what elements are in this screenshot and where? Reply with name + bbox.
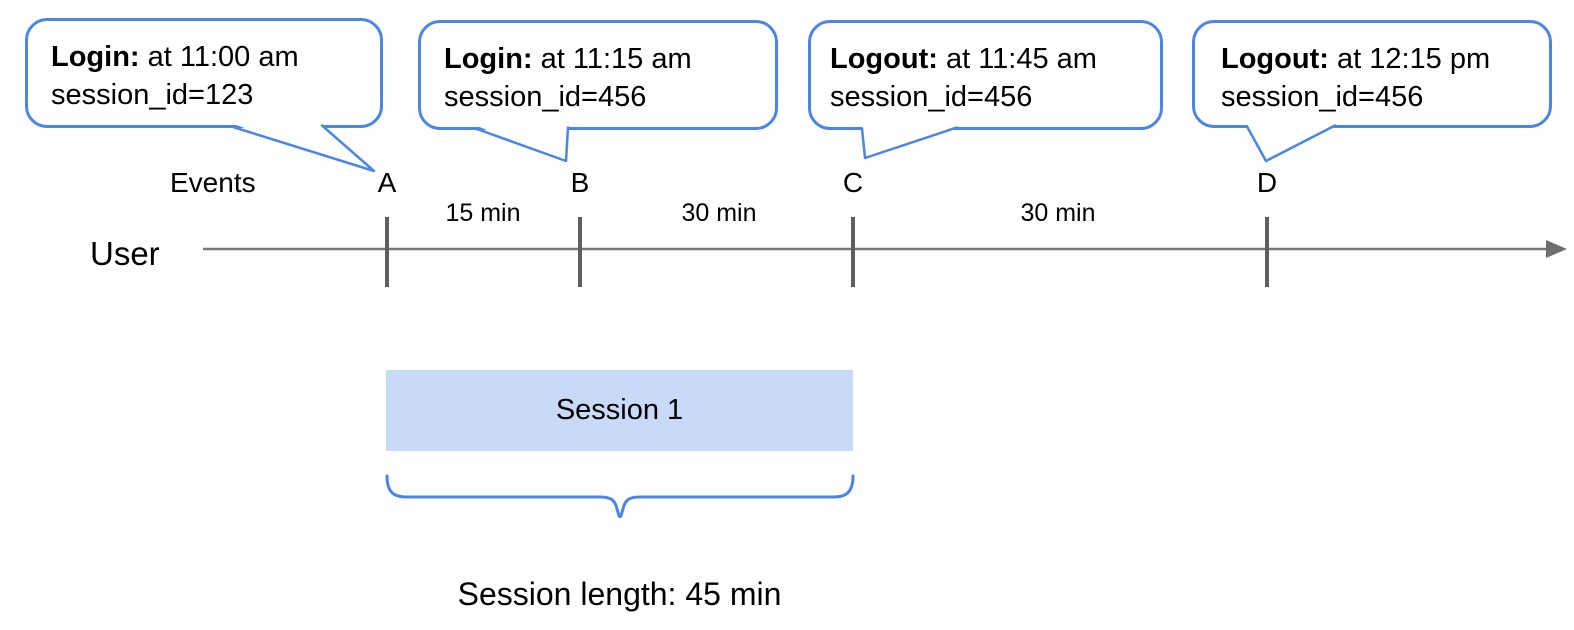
bubble-c-line1: Logout: at 11:45 am xyxy=(830,43,1097,75)
bubble-a-event-type: Login: xyxy=(51,41,140,73)
event-letter-a: A xyxy=(377,167,397,198)
bubble-d-line1: Logout: at 12:15 pm xyxy=(1221,43,1490,75)
interval-label-bc: 30 min xyxy=(681,199,757,227)
session-box: Session 1 xyxy=(386,370,853,451)
bubble-b-time: at 11:15 am xyxy=(532,43,692,75)
event-letter-c: C xyxy=(842,167,864,198)
event-letter-b: B xyxy=(570,167,590,198)
bubble-a-session-id: session_id=123 xyxy=(51,79,254,111)
events-label: Events xyxy=(170,167,256,198)
event-tick-a xyxy=(385,217,389,287)
bubble-a-line1: Login: at 11:00 am xyxy=(51,41,299,73)
bubble-a-time: at 11:00 am xyxy=(139,41,299,73)
timeline-arrowhead xyxy=(1546,240,1567,258)
event-bubble-a: Login: at 11:00 am session_id=123 xyxy=(25,18,383,128)
bubble-c-time: at 11:45 am xyxy=(937,43,1097,75)
bubble-b-session-id: session_id=456 xyxy=(444,81,647,113)
interval-label-cd: 30 min xyxy=(1020,199,1096,227)
session-length-brace xyxy=(385,474,855,519)
bubble-b-line1: Login: at 11:15 am xyxy=(444,43,692,75)
bubble-c-session-id: session_id=456 xyxy=(830,81,1033,113)
interval-label-ab: 15 min xyxy=(445,199,521,227)
session-box-label: Session 1 xyxy=(555,394,684,426)
bubble-b-event-type: Login: xyxy=(444,43,533,75)
event-bubble-b: Login: at 11:15 am session_id=456 xyxy=(418,20,778,130)
bubble-tail-b xyxy=(475,126,570,163)
user-label: User xyxy=(90,235,160,272)
bubble-d-session-id: session_id=456 xyxy=(1221,81,1424,113)
event-letter-d: D xyxy=(1256,167,1278,198)
event-tick-d xyxy=(1265,217,1269,287)
bubble-c-event-type: Logout: xyxy=(830,43,938,75)
event-tick-b xyxy=(578,217,582,287)
bubble-tail-c xyxy=(860,126,959,160)
bubble-d-event-type: Logout: xyxy=(1221,43,1329,75)
event-bubble-d: Logout: at 12:15 pm session_id=456 xyxy=(1192,20,1552,128)
bubble-tail-a xyxy=(231,124,376,173)
session-length-caption: Session length: 45 min xyxy=(457,576,782,612)
event-bubble-c: Logout: at 11:45 am session_id=456 xyxy=(808,20,1163,130)
bubble-d-time: at 12:15 pm xyxy=(1328,43,1491,75)
bubble-tail-d xyxy=(1245,124,1337,163)
event-tick-c xyxy=(851,217,855,287)
